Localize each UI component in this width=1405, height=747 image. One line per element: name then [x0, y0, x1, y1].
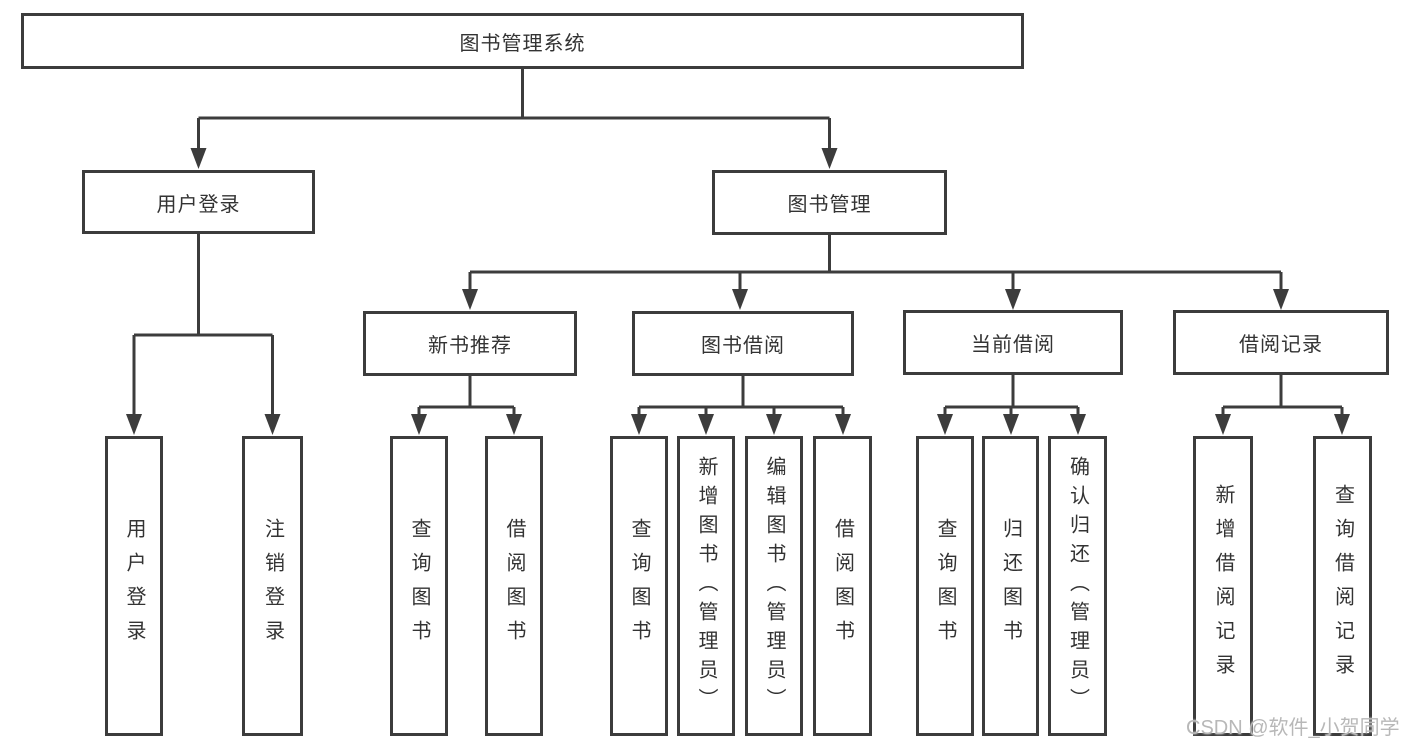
- leaf-user-login: 用户登录: [105, 436, 163, 736]
- node-user-login-label: 用户登录: [156, 193, 241, 216]
- node-root: 图书管理系统: [21, 13, 1024, 69]
- node-current-borrow-label: 当前借阅: [971, 334, 1055, 356]
- node-borrow-records: 借阅记录: [1173, 310, 1389, 375]
- leaf-query-books-recommend: 查询图书: [390, 436, 448, 736]
- leaf-query-books-current: 查询图书: [916, 436, 974, 736]
- leaf-query-books-borrow: 查询图书: [610, 436, 668, 736]
- node-new-book-recommend: 新书推荐: [363, 311, 577, 376]
- node-book-borrow-label: 图书借阅: [701, 335, 785, 357]
- watermark: CSDN @软件_小贺同学: [1186, 717, 1400, 739]
- leaf-logout: 注销登录: [242, 436, 303, 736]
- node-new-book-recommend-label: 新书推荐: [428, 335, 512, 357]
- leaf-borrow-books: 借阅图书: [813, 436, 872, 736]
- node-user-login: 用户登录: [82, 170, 315, 234]
- leaf-edit-books-admin: 编辑图书（管理员）: [745, 436, 803, 736]
- leaf-return-books: 归还图书: [982, 436, 1039, 736]
- node-book-management-label: 图书管理: [787, 194, 872, 216]
- leaf-query-borrow-record: 查询借阅记录: [1313, 436, 1372, 736]
- node-book-management: 图书管理: [712, 170, 947, 235]
- node-root-label: 图书管理系统: [459, 32, 586, 55]
- leaf-borrow-books-recommend: 借阅图书: [485, 436, 543, 736]
- leaf-add-borrow-record: 新增借阅记录: [1193, 436, 1253, 736]
- node-current-borrow: 当前借阅: [903, 310, 1123, 375]
- node-book-borrow: 图书借阅: [632, 311, 854, 376]
- leaf-confirm-return-admin: 确认归还（管理员）: [1048, 436, 1107, 736]
- leaf-add-books-admin: 新增图书（管理员）: [677, 436, 735, 736]
- node-borrow-records-label: 借阅记录: [1239, 334, 1323, 356]
